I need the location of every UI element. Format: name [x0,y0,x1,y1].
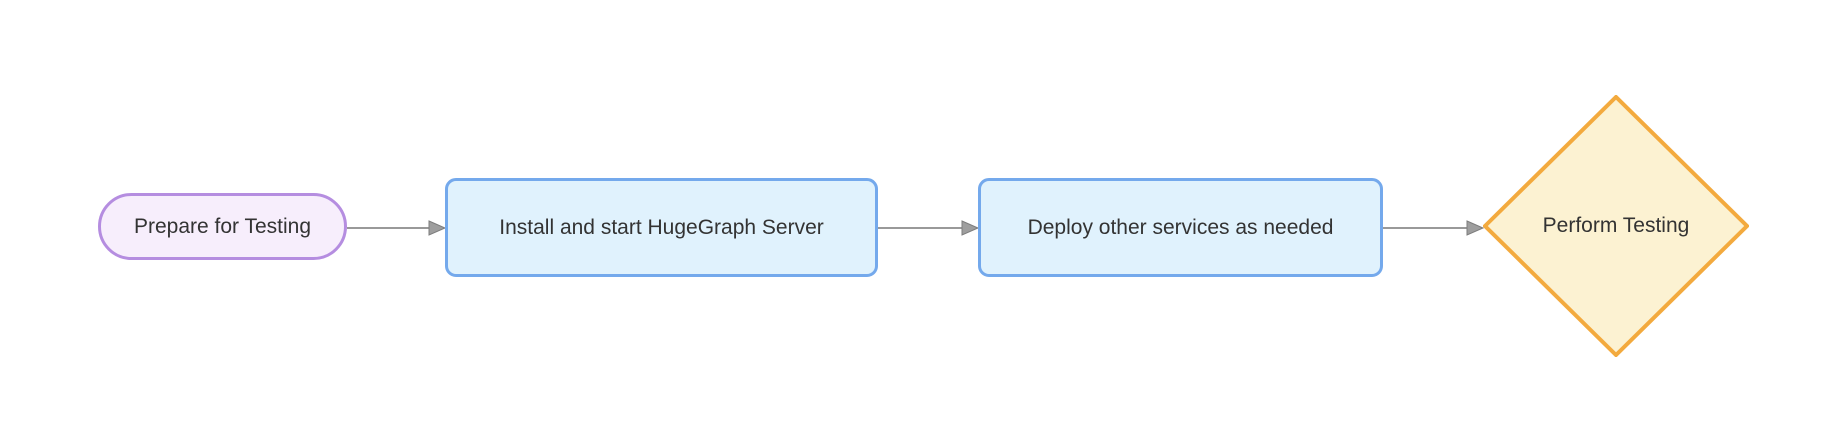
node-label: Prepare for Testing [133,214,312,238]
edge-install-to-deploy [878,220,980,236]
node-perform-testing: Perform Testing [1483,95,1749,357]
edge-prepare-to-install [347,220,447,236]
node-prepare-for-testing: Prepare for Testing [98,193,347,260]
node-deploy-other-services: Deploy other services as needed [978,178,1383,277]
arrowhead-icon [961,220,980,236]
arrowhead-icon [428,220,447,236]
arrowhead-icon [1466,220,1485,236]
diamond-shape [1483,95,1749,357]
diamond-shape-svg [1483,95,1749,357]
node-label: Perform Testing [1542,214,1690,237]
node-install-hugegraph-server: Install and start HugeGraph Server [445,178,878,277]
node-label: Install and start HugeGraph Server [499,215,824,239]
edge-deploy-to-perform [1383,220,1485,236]
node-label: Deploy other services as needed [1027,215,1334,239]
